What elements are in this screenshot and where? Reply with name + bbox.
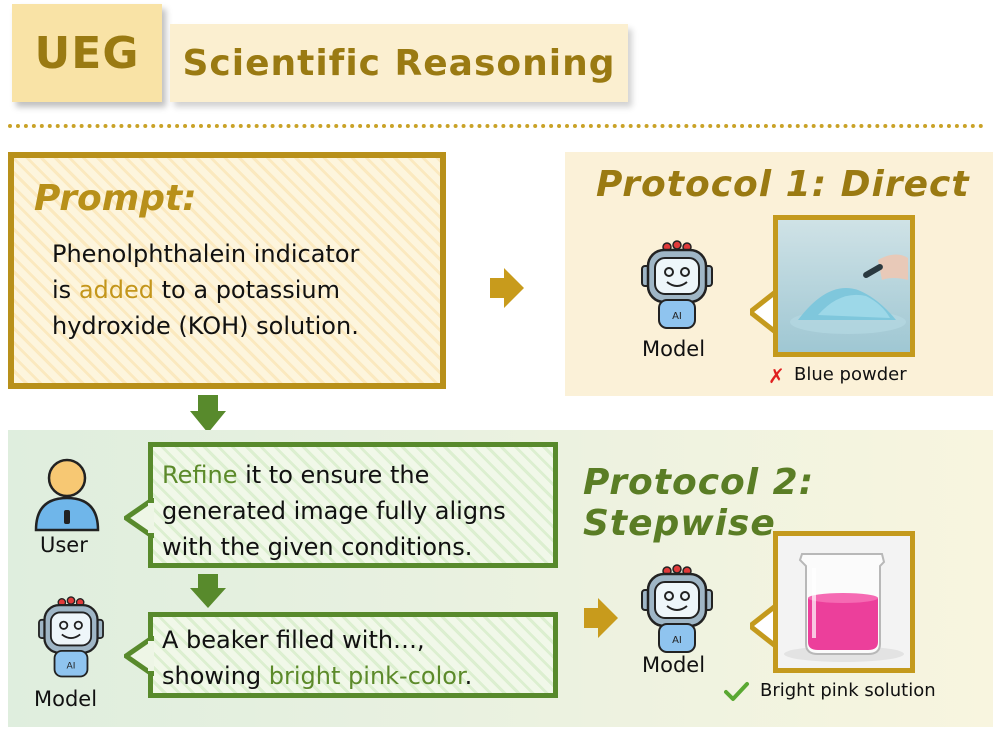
protocol1-result: Blue powder <box>794 364 907 385</box>
model-label-left: Model <box>34 687 98 711</box>
protocol2-title: Protocol 2: Stepwise <box>583 462 815 544</box>
cross-icon: ✗ <box>768 366 785 386</box>
user-icon <box>34 458 100 532</box>
refine-line-3: with the given conditions. <box>162 533 473 561</box>
protocol1-model-label: Model <box>642 337 706 361</box>
robot-chip-text: AI <box>672 635 682 646</box>
arrow-right-icon <box>490 268 524 308</box>
title-box: Scientific Reasoning <box>170 24 628 102</box>
reply-line-1: A beaker filled with…, <box>162 626 425 654</box>
svg-text:✗: ✗ <box>768 366 785 386</box>
refine-bubble <box>148 442 558 568</box>
arrow-right-icon <box>584 598 618 638</box>
blue-powder-image <box>773 215 915 357</box>
reply-line-2: showing bright pink-color. <box>162 658 552 694</box>
robot-model-icon: AI <box>641 240 713 329</box>
refine-highlight: Refine <box>162 461 238 489</box>
protocol2-result: Bright pink solution <box>760 680 936 701</box>
reply-text: A beaker filled with…, showing bright pi… <box>162 622 552 694</box>
robot-model-icon: AI <box>641 564 713 653</box>
prompt-text: Phenolphthalein indicator is added to a … <box>52 236 432 344</box>
prompt-line-2-post: to a potassium <box>154 276 340 304</box>
robot-chip-text: AI <box>67 661 76 671</box>
prompt-highlight-added: added <box>78 276 154 304</box>
robot-model-icon: AI <box>38 596 104 678</box>
refine-line-1: Refine it to ensure the <box>162 457 552 493</box>
protocol1-title: Protocol 1: Direct <box>596 164 970 205</box>
reply-bubble-pointer <box>124 636 154 676</box>
prompt-line-2: is added to a potassium <box>52 272 432 308</box>
reply-line-2-post: . <box>464 662 473 690</box>
refine-line-1-post: it to ensure the <box>237 461 430 489</box>
prompt-label: Prompt: <box>34 178 197 219</box>
arrow-down-icon <box>190 574 226 608</box>
pink-solution-image <box>773 531 915 673</box>
prompt-line-2-pre: is <box>52 276 79 304</box>
model-label-right: Model <box>642 653 706 677</box>
arrow-down-icon <box>190 395 226 433</box>
refine-bubble-pointer <box>124 498 154 538</box>
robot-chip-text: AI <box>672 311 682 322</box>
dotted-divider <box>8 124 984 128</box>
tag-box: UEG <box>12 4 162 102</box>
prompt-box <box>8 152 446 389</box>
refine-text: Refine it to ensure the generated image … <box>162 457 552 565</box>
user-label: User <box>40 533 88 557</box>
reply-highlight: bright pink-color <box>268 662 465 690</box>
tag-label: UEG <box>34 27 140 79</box>
prompt-line-3: hydroxide (KOH) solution. <box>52 312 359 340</box>
reply-bubble <box>148 612 558 698</box>
page-title: Scientific Reasoning <box>182 42 616 84</box>
reply-line-2-pre: showing <box>162 662 269 690</box>
prompt-line-1: Phenolphthalein indicator <box>52 240 360 268</box>
check-icon <box>724 682 749 701</box>
refine-line-2: generated image fully aligns <box>162 497 506 525</box>
